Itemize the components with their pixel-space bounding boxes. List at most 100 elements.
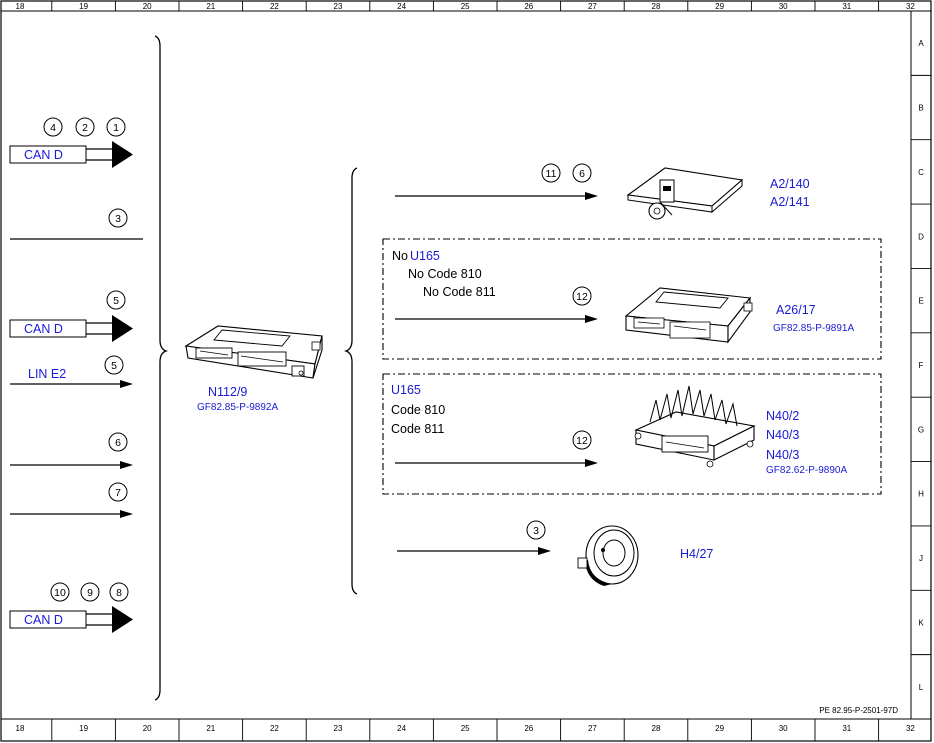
circle-number: 8 bbox=[116, 587, 122, 599]
ruler-column-label: 29 bbox=[715, 724, 724, 733]
control-unit-a26-drawing bbox=[624, 287, 753, 344]
ruler-column-label: 26 bbox=[524, 724, 533, 733]
can-bus-box bbox=[9, 610, 87, 629]
circle-number: 5 bbox=[113, 295, 119, 307]
right-brace bbox=[343, 167, 358, 595]
circle-number: 4 bbox=[50, 122, 56, 134]
arrow-head bbox=[120, 461, 133, 469]
device-a26-17-ref: GF82.85-P-9891A bbox=[773, 323, 854, 334]
input-line-7: 7 bbox=[10, 482, 133, 518]
module-n112-9-label: N112/9 bbox=[208, 385, 247, 399]
antenna-module-drawing bbox=[626, 167, 744, 220]
bus-arrow-head bbox=[112, 315, 133, 342]
device-h4-27-label: H4/27 bbox=[680, 547, 713, 561]
branch-a2: 11 6 A2/140 A2/141 bbox=[395, 163, 810, 220]
bus-arrow-head bbox=[112, 606, 133, 633]
circle-marker bbox=[75, 117, 95, 137]
ruler-column-label: 23 bbox=[334, 724, 343, 733]
ruler-column-label: 31 bbox=[842, 724, 851, 733]
can-bus-label: CAN D bbox=[24, 613, 63, 627]
ruler-row-label: A bbox=[918, 39, 924, 48]
device-a2-140-label: A2/140 bbox=[770, 177, 810, 191]
ruler-column-label: 25 bbox=[461, 2, 470, 11]
document-reference: PE 82.95-P-2501-97D bbox=[819, 706, 898, 715]
ruler-row-label: E bbox=[918, 297, 923, 306]
ruler-column-label: 22 bbox=[270, 2, 279, 11]
ruler-column-label: 31 bbox=[842, 2, 851, 11]
circle-marker bbox=[50, 582, 70, 602]
condition-box-n40 bbox=[382, 373, 882, 495]
condition-box-a26 bbox=[382, 238, 882, 360]
ruler-column-label: 32 bbox=[906, 724, 915, 733]
circle-marker bbox=[108, 482, 128, 502]
circle-marker bbox=[526, 520, 546, 540]
ruler-row-label: J bbox=[919, 554, 923, 563]
can-top-input: 4 2 1 CAN D bbox=[9, 117, 133, 168]
lin-bus-label: LIN E2 bbox=[28, 367, 66, 381]
condition-line-1: U165 bbox=[391, 383, 421, 397]
circle-marker bbox=[106, 290, 126, 310]
circle-marker bbox=[572, 430, 592, 450]
ruler-column-label: 20 bbox=[143, 2, 152, 11]
ruler-row-label: B bbox=[918, 104, 923, 113]
arrow-head bbox=[120, 380, 133, 388]
device-n40-ref: GF82.62-P-9890A bbox=[766, 465, 847, 476]
ruler-column-label: 21 bbox=[206, 724, 215, 733]
ruler-column-label: 27 bbox=[588, 2, 597, 11]
circle-number: 12 bbox=[576, 435, 588, 447]
circle-number: 10 bbox=[54, 587, 66, 599]
can-bus-box bbox=[9, 145, 87, 164]
device-n40-3b-label: N40/3 bbox=[766, 448, 799, 462]
can-bus-label: CAN D bbox=[24, 322, 63, 336]
circle-marker bbox=[572, 163, 592, 183]
ruler-column-label: 19 bbox=[79, 2, 88, 11]
branch-n40: U165 Code 810 Code 811 12 N40/2 N40/3 N4… bbox=[391, 383, 847, 476]
circle-number: 6 bbox=[579, 168, 585, 180]
ruler-column-label: 20 bbox=[143, 724, 152, 733]
circle-number: 11 bbox=[546, 168, 557, 180]
ruler-column-label: 30 bbox=[779, 724, 788, 733]
device-a26-17-label: A26/17 bbox=[776, 303, 816, 317]
ruler-row-label: H bbox=[918, 490, 924, 499]
ruler-row-label: C bbox=[918, 168, 924, 177]
ruler-column-label: 30 bbox=[779, 2, 788, 11]
branch-h4: 3 H4/27 bbox=[397, 520, 713, 586]
circle-number: 5 bbox=[111, 360, 117, 372]
device-n40-3-label: N40/3 bbox=[766, 428, 799, 442]
left-brace bbox=[154, 35, 169, 701]
circle-number: 9 bbox=[87, 587, 93, 599]
ruler-column-label: 22 bbox=[270, 724, 279, 733]
ruler-column-label: 24 bbox=[397, 2, 406, 11]
circle-marker bbox=[108, 208, 128, 228]
arrow-head bbox=[120, 510, 133, 518]
condition-line-3: Code 811 bbox=[391, 422, 444, 436]
circle-number: 12 bbox=[576, 291, 588, 303]
ruler-row-label: F bbox=[919, 361, 924, 370]
amplifier-n40-drawing bbox=[634, 385, 756, 468]
ruler-column-label: 29 bbox=[715, 2, 724, 11]
circle-number: 2 bbox=[82, 122, 88, 134]
ruler-column-label: 28 bbox=[652, 724, 661, 733]
circle-number: 3 bbox=[533, 525, 539, 537]
can-bus-label: CAN D bbox=[24, 148, 63, 162]
ruler-column-label: 28 bbox=[652, 2, 661, 11]
arrow-head bbox=[585, 192, 598, 200]
module-n112-9-drawing bbox=[184, 325, 323, 379]
can-mid-input: 5 CAN D bbox=[9, 290, 133, 342]
ruler-row-label: D bbox=[918, 232, 924, 241]
ruler-column-label: 24 bbox=[397, 724, 406, 733]
circle-marker bbox=[104, 355, 124, 375]
circle-number: 3 bbox=[115, 213, 121, 225]
can-bus-box bbox=[9, 319, 87, 338]
circle-marker bbox=[106, 117, 126, 137]
circle-marker bbox=[80, 582, 100, 602]
ruler-column-label: 19 bbox=[79, 724, 88, 733]
ruler-column-label: 25 bbox=[461, 724, 470, 733]
ruler-column-label: 23 bbox=[334, 2, 343, 11]
